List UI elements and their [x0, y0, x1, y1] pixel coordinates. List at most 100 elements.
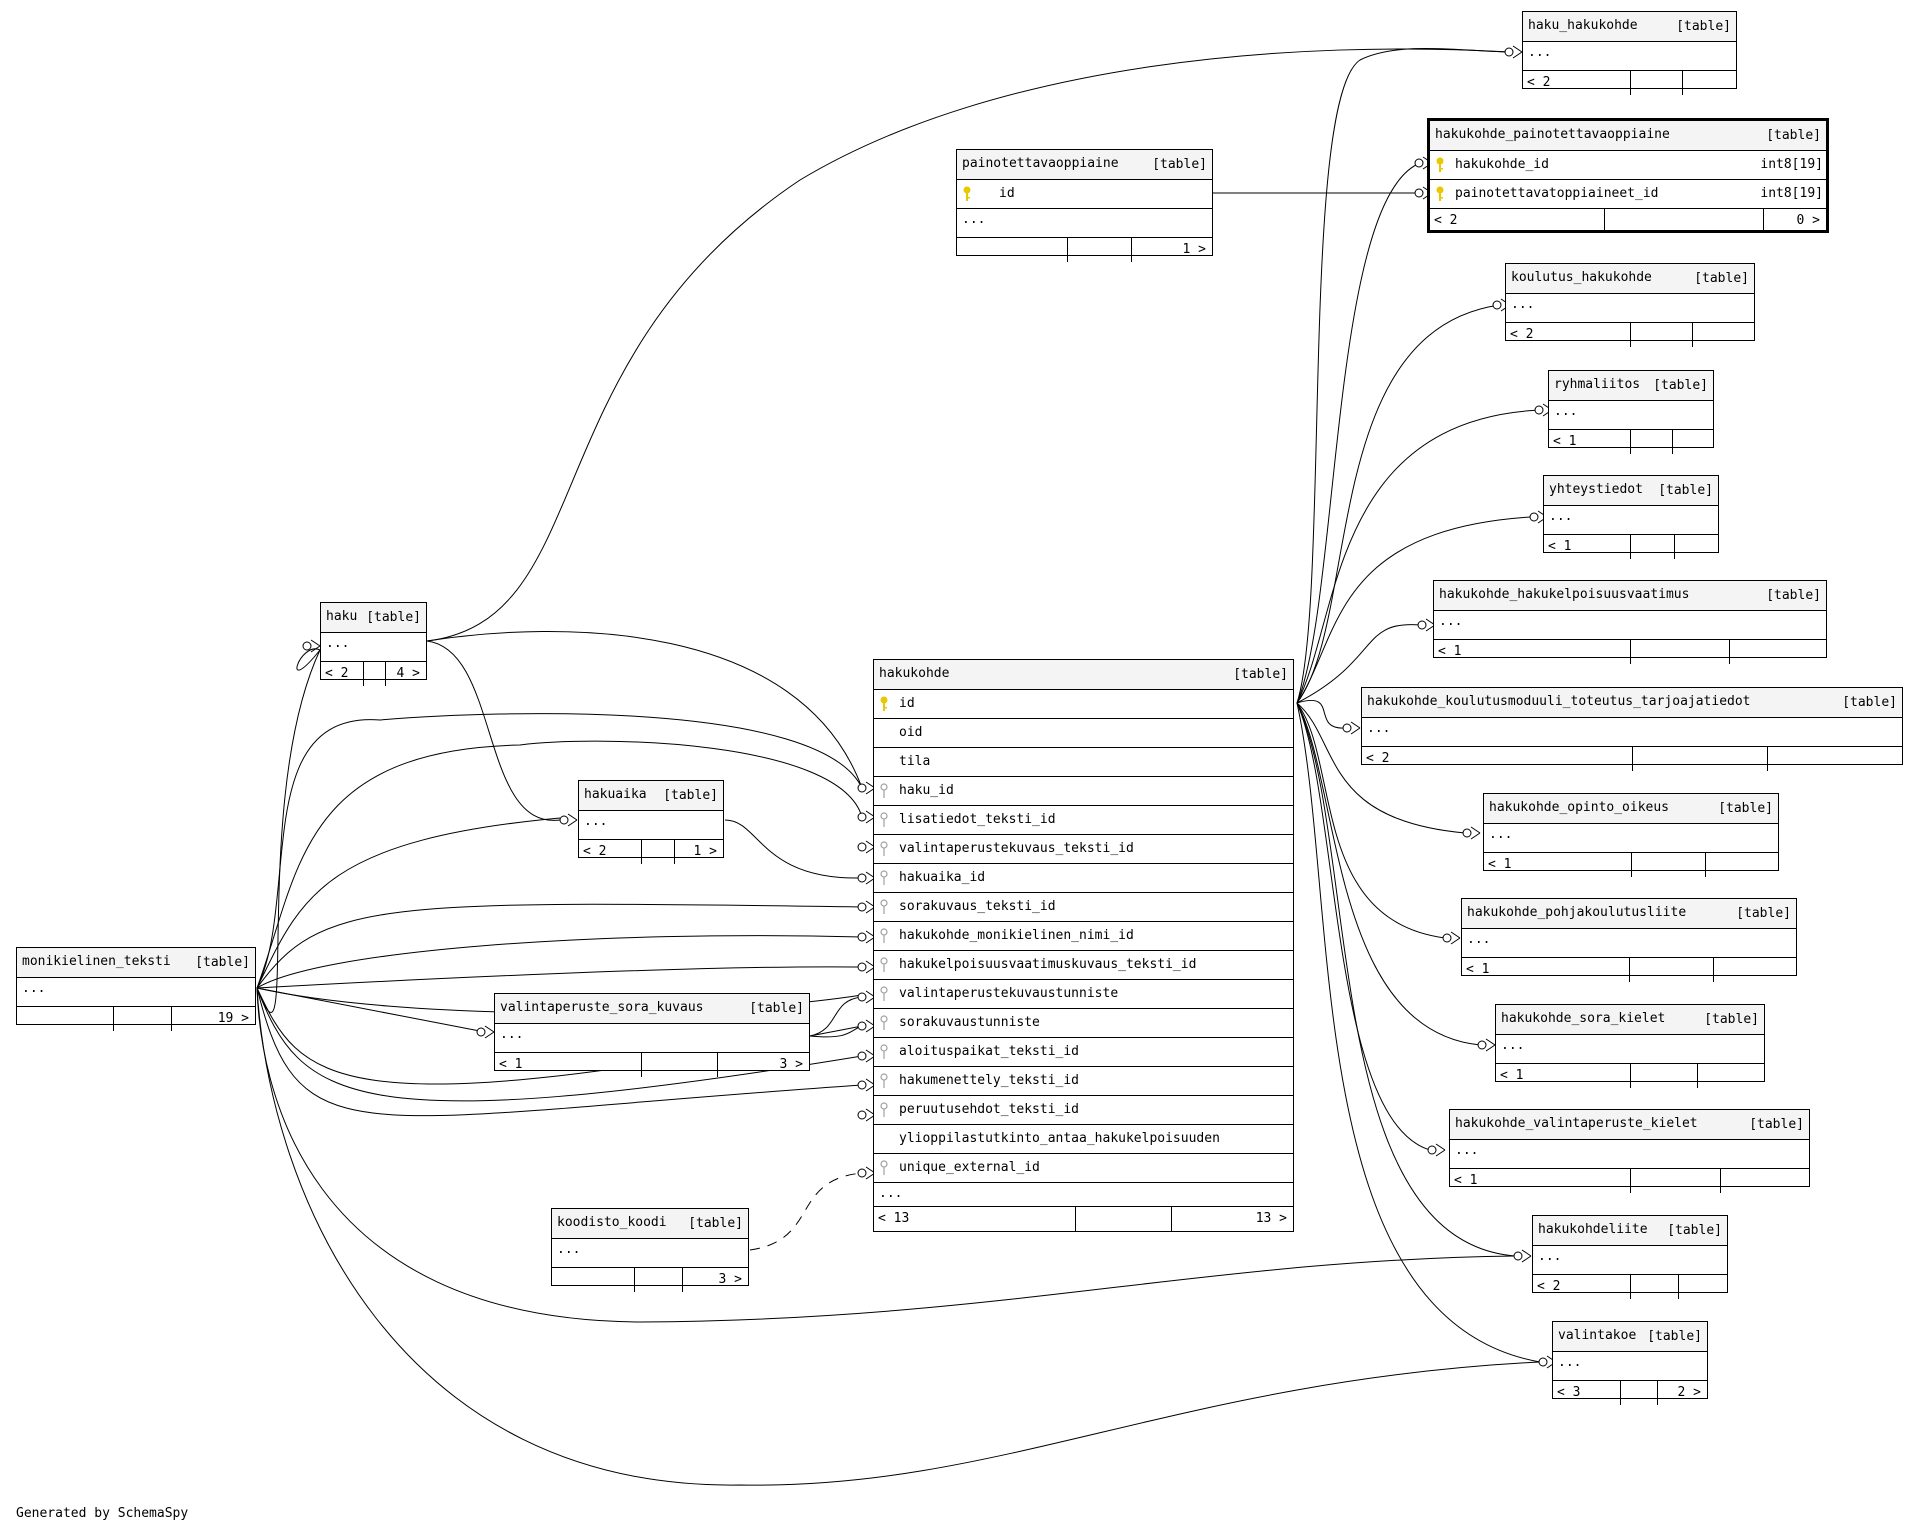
ellipsis-row: ...	[1523, 42, 1736, 71]
table-hakukohde-koulutusmoduuli-toteutus-tarjoajatiedot[interactable]: hakukohde_koulutusmoduuli_toteutus_tarjo…	[1361, 687, 1903, 771]
parents-count[interactable]: < 1	[1454, 1173, 1478, 1188]
column-row[interactable]: id	[957, 180, 1212, 209]
children-count[interactable]: 3 >	[718, 1272, 742, 1287]
table-name: hakukohde_koulutusmoduuli_toteutus_tarjo…	[1367, 694, 1751, 709]
table-painotettavaoppiaine[interactable]: painotettavaoppiaine[table] id ... 1 >	[956, 149, 1213, 262]
table-header: haku[table]	[321, 603, 426, 633]
column-row[interactable]: valintaperustekuvaus_teksti_id	[874, 835, 1293, 864]
table-header: valintakoe[table]	[1553, 1322, 1707, 1352]
ellipsis-row: ...	[1450, 1140, 1809, 1169]
column-name: hakumenettely_teksti_id	[899, 1073, 1080, 1088]
column-name: aloituspaikat_teksti_id	[899, 1044, 1080, 1059]
column-row[interactable]: hakumenettely_teksti_id	[874, 1067, 1293, 1096]
ellipsis-row: ...	[1362, 718, 1902, 747]
parents-count[interactable]: < 1	[1466, 962, 1490, 977]
parents-count[interactable]: < 1	[1553, 434, 1577, 449]
column-row[interactable]: oid	[874, 719, 1293, 748]
parents-count[interactable]: < 1	[1488, 857, 1512, 872]
ellipsis-row: ...	[1484, 824, 1778, 853]
column-row[interactable]: ylioppilastutkinto_antaa_hakukelpoisuude…	[874, 1125, 1293, 1154]
children-count[interactable]: 4 >	[396, 666, 420, 681]
table-hakukohdeliite[interactable]: hakukohdeliite[table] ... < 2	[1532, 1215, 1728, 1299]
column-row[interactable]: hakukohde_id int8[19]	[1430, 151, 1826, 180]
table-tag: [table]	[1704, 1012, 1759, 1027]
table-haku-hakukohde[interactable]: haku_hakukohde[table] ... < 2	[1522, 11, 1737, 95]
children-count[interactable]: 19 >	[217, 1011, 249, 1026]
table-name: hakukohde_valintaperuste_kielet	[1455, 1116, 1698, 1131]
column-row[interactable]: hakukelpoisuusvaatimuskuvaus_teksti_id	[874, 951, 1293, 980]
table-footer: < 2	[1506, 323, 1754, 347]
table-name: haku	[326, 609, 358, 624]
column-row[interactable]: hakuaika_id	[874, 864, 1293, 893]
ellipsis-row: ...	[874, 1183, 1293, 1207]
parents-count[interactable]: < 1	[1500, 1068, 1524, 1083]
table-footer: < 2	[1523, 71, 1736, 95]
column-row[interactable]: painotettavatoppiaineet_id int8[19]	[1430, 180, 1826, 209]
column-row[interactable]: sorakuvaustunniste	[874, 1009, 1293, 1038]
table-monikielinen-teksti[interactable]: monikielinen_teksti[table] ... 19 >	[16, 947, 256, 1031]
column-type: int8[19]	[1760, 157, 1823, 172]
parents-count[interactable]: < 2	[1510, 327, 1534, 342]
table-hakukohde-opinto-oikeus[interactable]: hakukohde_opinto_oikeus[table] ... < 1	[1483, 793, 1779, 877]
parents-count[interactable]: < 2	[1537, 1279, 1561, 1294]
table-valintaperuste-sora-kuvaus[interactable]: valintaperuste_sora_kuvaus[table] ... < …	[494, 993, 810, 1077]
foreign-key-icon	[880, 899, 888, 914]
table-header: hakukohde_opinto_oikeus[table]	[1484, 794, 1778, 824]
parents-count[interactable]: < 2	[1527, 75, 1551, 90]
ellipsis-text: ...	[1367, 721, 1391, 736]
column-row[interactable]: hakukohde_monikielinen_nimi_id	[874, 922, 1293, 951]
table-hakukohde-sora-kielet[interactable]: hakukohde_sora_kielet[table] ... < 1	[1495, 1004, 1765, 1088]
children-count[interactable]: 3 >	[779, 1057, 803, 1072]
parents-count[interactable]: < 13	[878, 1211, 910, 1226]
parents-count[interactable]: < 3	[1557, 1385, 1581, 1400]
table-hakukohde-painotettavaoppiaine[interactable]: hakukohde_painotettavaoppiaine[table] ha…	[1427, 118, 1829, 233]
table-header: hakukohde_valintaperuste_kielet[table]	[1450, 1110, 1809, 1140]
parents-count[interactable]: < 2	[583, 844, 607, 859]
table-name: hakukohde	[879, 666, 950, 681]
parents-count[interactable]: < 1	[1438, 644, 1462, 659]
parents-count[interactable]: < 2	[1366, 751, 1390, 766]
table-name: monikielinen_teksti	[22, 954, 171, 969]
column-row[interactable]: peruutusehdot_teksti_id	[874, 1096, 1293, 1125]
table-hakukohde-pohjakoulutusliite[interactable]: hakukohde_pohjakoulutusliite[table] ... …	[1461, 898, 1797, 982]
parents-count[interactable]: < 1	[1548, 539, 1572, 554]
column-row[interactable]: haku_id	[874, 777, 1293, 806]
table-header: hakukohde_koulutusmoduuli_toteutus_tarjo…	[1362, 688, 1902, 718]
column-row[interactable]: lisatiedot_teksti_id	[874, 806, 1293, 835]
primary-key-icon	[1436, 186, 1444, 201]
column-row[interactable]: unique_external_id	[874, 1154, 1293, 1183]
children-count[interactable]: 2 >	[1677, 1385, 1701, 1400]
column-row[interactable]: sorakuvaus_teksti_id	[874, 893, 1293, 922]
column-row[interactable]: valintaperustekuvaustunniste	[874, 980, 1293, 1009]
parents-count[interactable]: < 2	[325, 666, 349, 681]
children-count[interactable]: 1 >	[1182, 242, 1206, 257]
table-ryhmaliitos[interactable]: ryhmaliitos[table] ... < 1	[1548, 370, 1714, 454]
ellipsis-text: ...	[22, 981, 46, 996]
children-count[interactable]: 13 >	[1255, 1211, 1287, 1226]
table-header: hakukohdeliite[table]	[1533, 1216, 1727, 1246]
column-row[interactable]: aloituspaikat_teksti_id	[874, 1038, 1293, 1067]
table-name: valintaperuste_sora_kuvaus	[500, 1000, 704, 1015]
parents-count[interactable]: < 1	[499, 1057, 523, 1072]
table-footer: < 2 4 >	[321, 662, 426, 686]
column-row[interactable]: id	[874, 690, 1293, 719]
column-row[interactable]: tila	[874, 748, 1293, 777]
children-count[interactable]: 1 >	[693, 844, 717, 859]
table-footer: < 1	[1450, 1169, 1809, 1193]
table-koodisto-koodi[interactable]: koodisto_koodi[table] ... 3 >	[551, 1208, 749, 1292]
table-yhteystiedot[interactable]: yhteystiedot[table] ... < 1	[1543, 475, 1719, 559]
ellipsis-text: ...	[879, 1186, 903, 1201]
children-count[interactable]: 0 >	[1796, 213, 1820, 228]
table-header: yhteystiedot[table]	[1544, 476, 1718, 506]
parents-count[interactable]: < 2	[1434, 213, 1458, 228]
table-koulutus-hakukohde[interactable]: koulutus_hakukohde[table] ... < 2	[1505, 263, 1755, 347]
foreign-key-icon	[880, 928, 888, 943]
table-hakukohde-valintaperuste-kielet[interactable]: hakukohde_valintaperuste_kielet[table] .…	[1449, 1109, 1810, 1193]
table-hakukohde-hakukelpoisuusvaatimus[interactable]: hakukohde_hakukelpoisuusvaatimus[table] …	[1433, 580, 1827, 664]
table-header: koulutus_hakukohde[table]	[1506, 264, 1754, 294]
column-name: hakukohde_id	[1455, 157, 1549, 172]
